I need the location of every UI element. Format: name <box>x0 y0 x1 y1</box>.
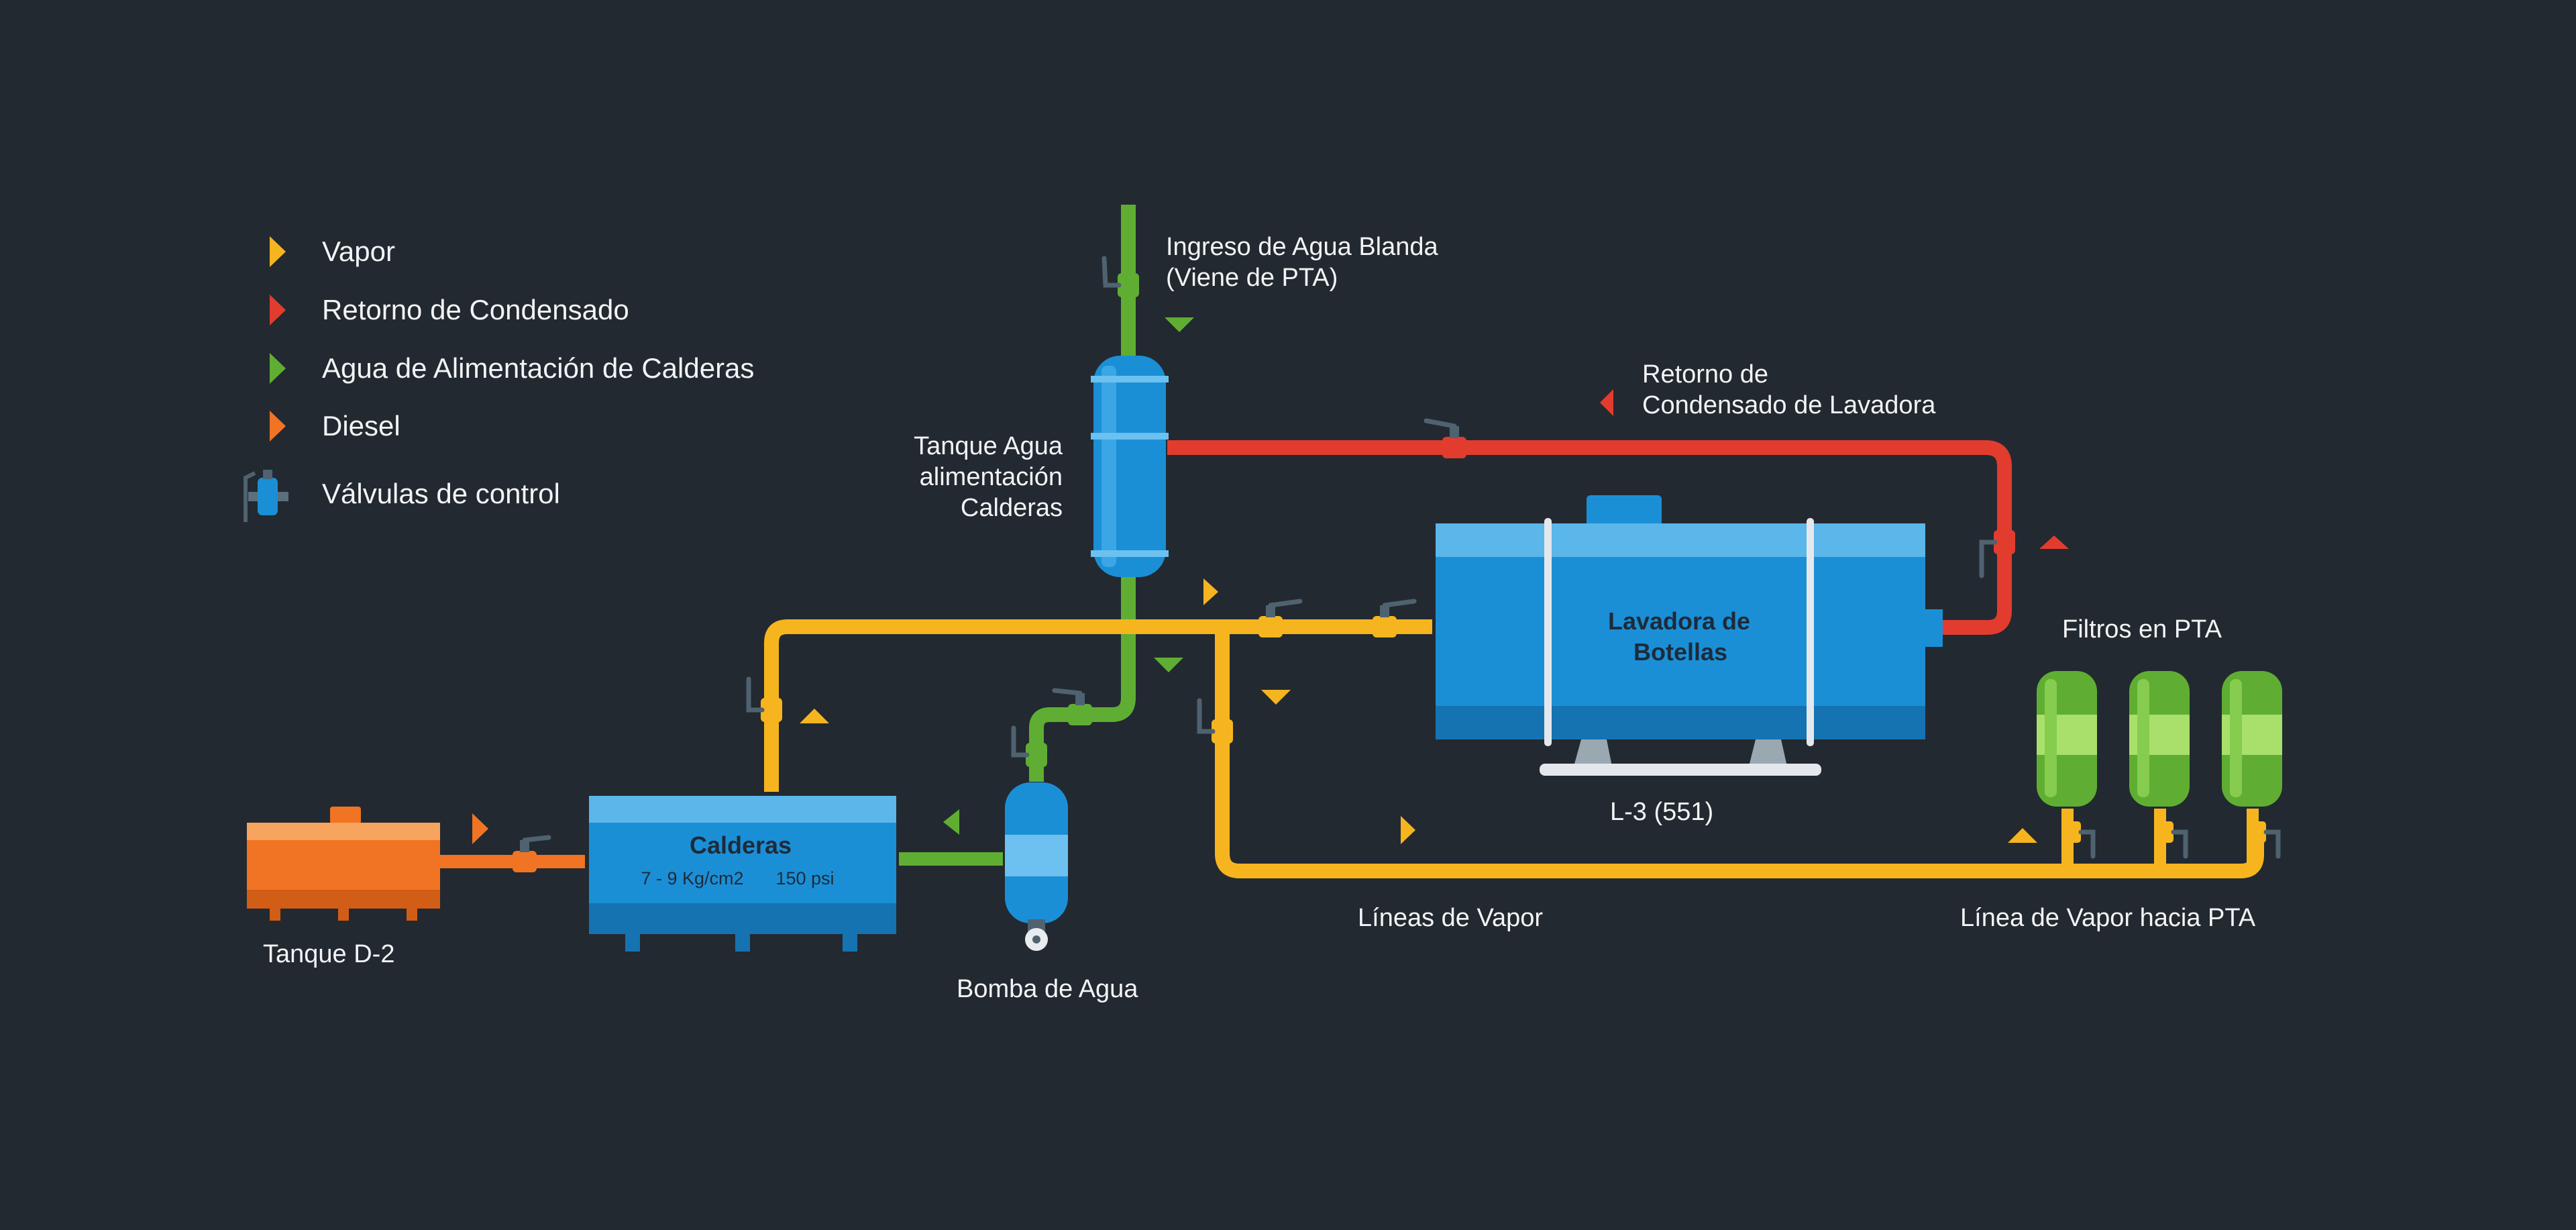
feedwater-outlet-pipe <box>1029 574 1136 782</box>
valve-icon <box>1258 599 1303 637</box>
inlet-label-line2: (Viene de PTA) <box>1166 264 1338 292</box>
pump-label: Bomba de Agua <box>957 975 1138 1003</box>
return-label-line1: Retorno de <box>1642 360 1768 389</box>
boiler-pressure-kg: 7 - 9 Kg/cm2 <box>641 868 743 888</box>
tank-label-line3: Calderas <box>961 494 1063 522</box>
filter <box>2129 671 2190 807</box>
water-pump <box>1005 782 1068 951</box>
legend-item-vapor: Vapor <box>270 236 395 267</box>
valve-icon <box>1424 418 1466 458</box>
valve-icon <box>746 676 782 722</box>
valve-icon <box>2065 821 2096 859</box>
valve-icon <box>244 470 288 522</box>
legend-label: Válvulas de control <box>322 478 560 509</box>
arrow-vapor-icon <box>1401 816 1415 844</box>
feedwater-tank <box>1091 356 1169 577</box>
valve-icon <box>2250 821 2281 859</box>
washer-code-label: L-3 (551) <box>1610 798 1713 826</box>
arrow-condensate-icon <box>2039 535 2069 549</box>
washer-label-line1: Lavadora de <box>1608 607 1750 635</box>
diesel-tank-label: Tanque D-2 <box>263 940 394 968</box>
flow-arrows <box>472 317 2069 844</box>
legend-item-agua: Agua de Alimentación de Calderas <box>270 352 754 384</box>
arrow-feedwater-icon <box>943 809 959 835</box>
boiler: Calderas 7 - 9 Kg/cm2 150 psi <box>589 796 896 952</box>
diesel-tank <box>247 807 440 921</box>
boiler-label: Calderas <box>690 831 792 859</box>
boiler-pressure-psi: 150 psi <box>775 868 834 888</box>
valve-icon <box>1373 599 1417 637</box>
steam-lines-label: Líneas de Vapor <box>1358 904 1543 932</box>
filters-label: Filtros en PTA <box>2062 615 2222 644</box>
triangle-right-icon <box>270 353 286 384</box>
washer-label-line2: Botellas <box>1633 638 1727 666</box>
filter <box>2037 671 2097 807</box>
bottle-washer: Lavadora de Botellas <box>1436 495 1943 776</box>
arrow-diesel-icon <box>472 813 488 844</box>
vapor-header-pipe <box>764 619 1432 792</box>
return-label-line2: Condensado de Lavadora <box>1642 391 1936 419</box>
pta-filters <box>2037 671 2282 807</box>
valve-icon <box>1197 698 1233 744</box>
arrow-vapor-icon <box>2008 828 2037 843</box>
triangle-right-icon <box>270 295 286 325</box>
labels: Ingreso de Agua Blanda (Viene de PTA) Re… <box>263 233 2256 1003</box>
arrow-feedwater-icon <box>1165 317 1194 332</box>
inlet-label-line1: Ingreso de Agua Blanda <box>1166 233 1439 261</box>
filter <box>2222 671 2282 807</box>
arrow-vapor-icon <box>1203 578 1218 605</box>
valve-icon <box>1102 256 1139 297</box>
arrow-feedwater-icon <box>1154 658 1183 672</box>
triangle-right-icon <box>270 411 286 442</box>
valves <box>513 256 2281 872</box>
pipes <box>439 205 2264 878</box>
legend-item-condensado: Retorno de Condensado <box>270 294 629 325</box>
pta-steam-line-label: Línea de Vapor hacia PTA <box>1960 904 2256 932</box>
legend-label: Diesel <box>322 410 400 442</box>
legend: Vapor Retorno de Condensado Agua de Alim… <box>244 236 754 522</box>
arrow-condensate-icon <box>1600 389 1613 416</box>
arrow-vapor-icon <box>1261 690 1291 705</box>
tank-label-line1: Tanque Agua <box>914 432 1063 460</box>
valve-icon <box>2157 821 2188 859</box>
legend-label: Vapor <box>322 236 395 267</box>
valve-icon <box>513 835 551 872</box>
legend-label: Agua de Alimentación de Calderas <box>322 352 754 384</box>
legend-item-valvulas: Válvulas de control <box>244 470 560 522</box>
tank-label-line2: alimentación <box>920 463 1063 491</box>
valve-icon <box>1011 725 1047 767</box>
valve-icon <box>1979 530 2015 578</box>
arrow-vapor-icon <box>800 709 829 723</box>
valve-icon <box>1052 688 1092 725</box>
legend-label: Retorno de Condensado <box>322 294 629 325</box>
triangle-right-icon <box>270 236 286 267</box>
legend-item-diesel: Diesel <box>270 410 400 442</box>
